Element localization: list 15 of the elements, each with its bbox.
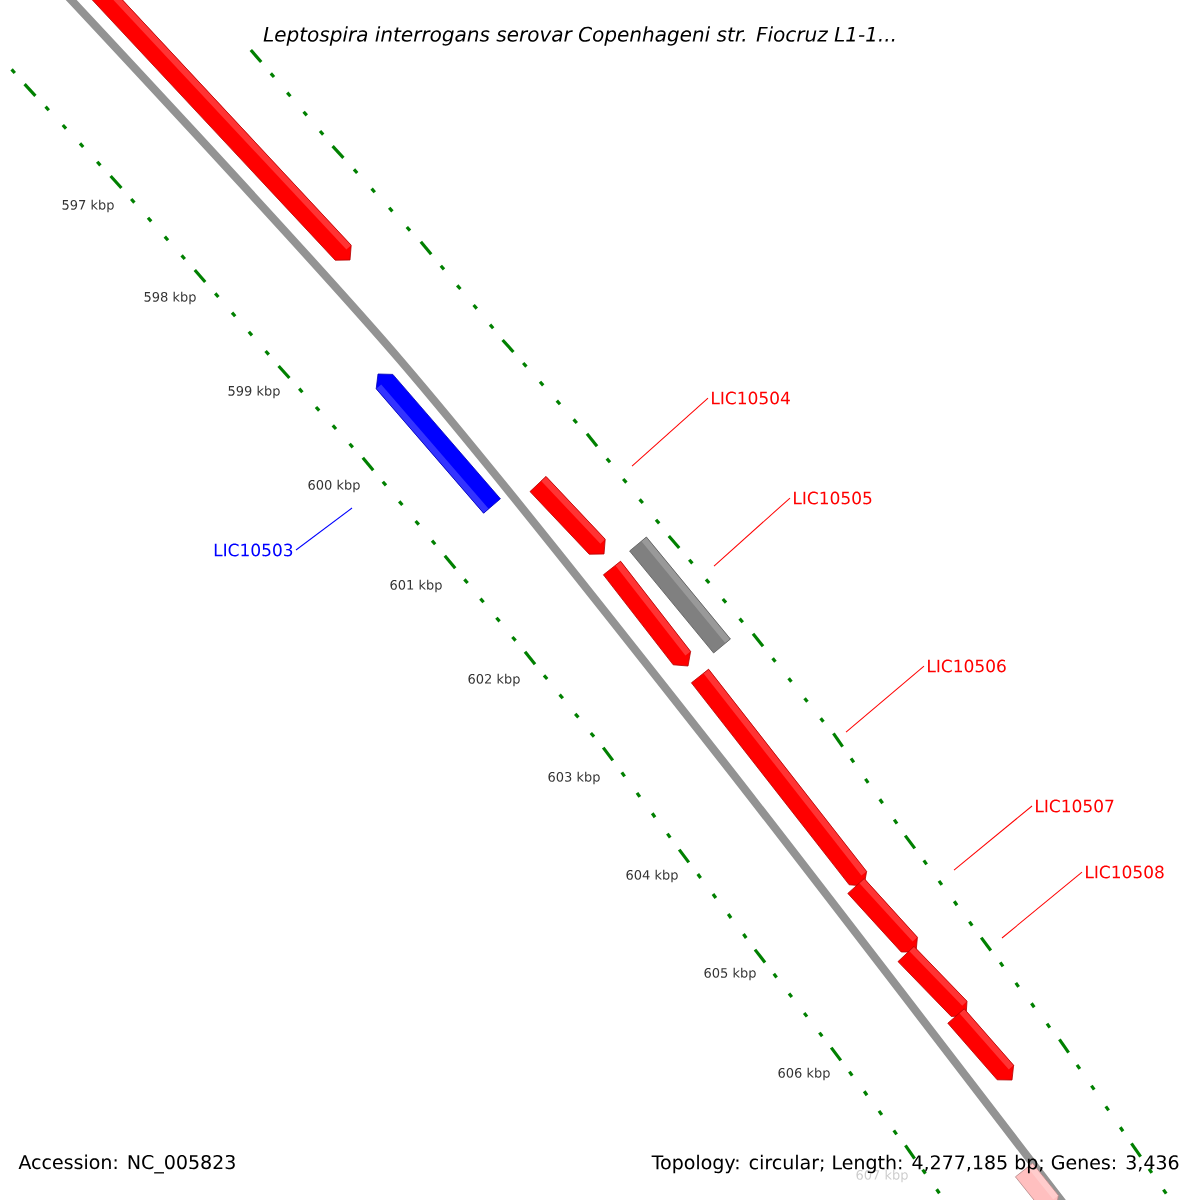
leader-line	[953, 805, 1033, 871]
gene-label: LIC10505	[794, 491, 872, 505]
gene-label: LIC10508	[1086, 865, 1164, 879]
gene-label: LIC10506	[928, 659, 1006, 673]
leader-line	[713, 497, 791, 567]
leader-line	[1001, 871, 1083, 939]
leader-line	[845, 665, 925, 733]
accession-text: Accession: NC_005823	[18, 1154, 235, 1174]
genome-info-text: Topology: circular; Length: 4,277,185 bp; Genes: 3,436	[651, 1154, 1179, 1174]
gene-label: LIC10503	[214, 543, 293, 557]
leader-line	[295, 507, 353, 551]
leader-line	[631, 397, 709, 467]
title: Leptospira interrogans serovar Copenhageni str. Fiocruz L1-1...	[261, 24, 899, 48]
gene-label: LIC10504	[712, 391, 790, 405]
gene-label: LIC10507	[1036, 799, 1114, 813]
